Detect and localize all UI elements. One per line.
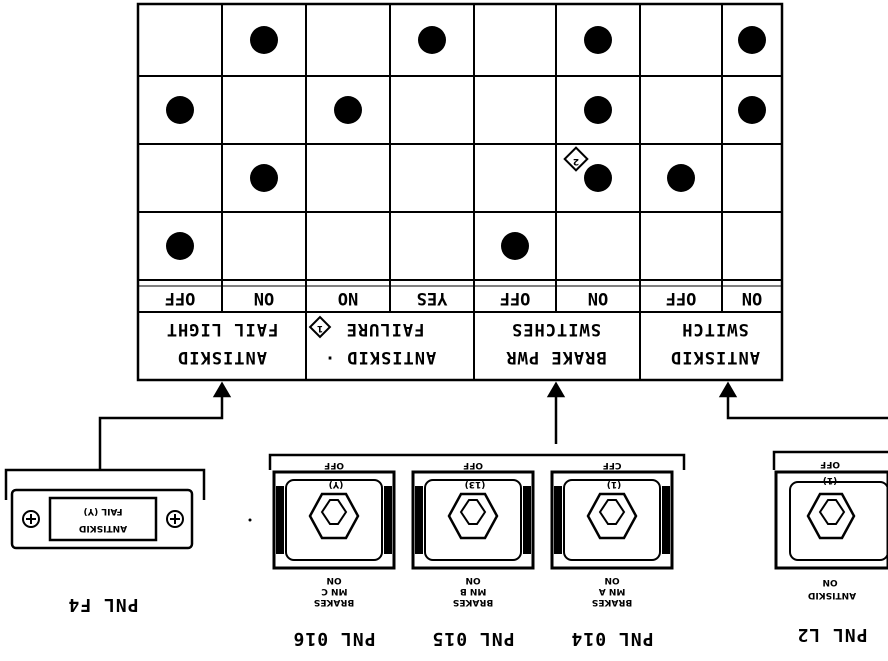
f4-plate: [10, 488, 194, 550]
column-header-label: NO: [338, 288, 358, 308]
brake-on-label: ON: [465, 575, 480, 585]
arrow-f4: [212, 381, 232, 398]
state-dot: [166, 96, 194, 124]
group-0-line2: FAIL LIGHT: [166, 319, 278, 339]
column-header-label: ON: [254, 288, 274, 308]
screw-icon: [166, 510, 184, 528]
state-dot: [584, 96, 612, 124]
truth-table: 2 OFF ON NO YES OFF ON OFF ON FAIL LIGHT ANTISK…: [136, 2, 784, 382]
brake-line1: MN C: [321, 586, 348, 596]
brake-tag: (1): [607, 479, 622, 489]
brake-toggle-switch[interactable]: (Y): [272, 470, 396, 570]
group-3-line1: ANTISKID: [670, 347, 760, 367]
brake-panel-name: PNL 016: [293, 628, 376, 649]
column-header-label: OFF: [500, 288, 531, 308]
group-3-line2: SWITCH: [681, 319, 748, 339]
table-frame: [136, 2, 784, 382]
state-dot: [584, 26, 612, 54]
column-headers: OFF ON NO YES OFF ON OFF ON: [165, 288, 763, 308]
l2-on-label: ON: [822, 577, 837, 587]
brake-toggle-switch[interactable]: (1): [550, 470, 674, 570]
brake-line2: BRAKES: [314, 597, 354, 607]
group-1-line2: FAILURE: [346, 319, 425, 339]
group-title-brake-pwr: SWITCHES BRAKE PWR: [505, 319, 606, 367]
brake-line2: BRAKES: [592, 597, 632, 607]
brake-toggle-switch[interactable]: (13): [411, 470, 535, 570]
state-dot: [334, 96, 362, 124]
column-header-label: ON: [588, 288, 608, 308]
group-title-failure: FAILURE ANTISKID · 1: [308, 315, 436, 367]
state-dot: [250, 26, 278, 54]
table-grid: [138, 4, 782, 380]
state-dot: [738, 96, 766, 124]
state-dot: [667, 164, 695, 192]
brake-off-label: OFF: [324, 460, 344, 470]
scan-speck: [248, 518, 252, 522]
state-dot: [501, 232, 529, 260]
column-header-label: OFF: [165, 288, 196, 308]
screw-icon: [22, 510, 40, 528]
note-2-label: 2: [573, 156, 579, 166]
note-1-label: 1: [317, 323, 323, 333]
column-header-label: YES: [417, 288, 448, 308]
f4-light-line1: ANTISKID: [79, 523, 127, 533]
connector-lines: [98, 381, 888, 470]
brake-on-label: ON: [604, 575, 619, 585]
l2-tag: (1): [823, 475, 838, 485]
brake-off-label: CFF: [603, 460, 622, 470]
brake-line2: BRAKES: [453, 597, 493, 607]
brake-panel-name: PNL 014: [571, 628, 654, 649]
dot-matrix: [166, 26, 766, 260]
brake-on-label: ON: [326, 575, 341, 585]
brake-off-label: OFF: [463, 460, 483, 470]
brake-tag: (13): [465, 479, 486, 489]
group-title-fail-light: FAIL LIGHT ANTISKID: [166, 319, 278, 367]
panel-l2-name: PNL L2: [796, 624, 867, 645]
group-title-antiskid-switch: SWITCH ANTISKID: [670, 319, 760, 367]
arrow-l2: [718, 381, 738, 398]
column-header-label: ON: [742, 288, 762, 308]
state-dot: [738, 26, 766, 54]
panel-f4-name: PNL F4: [67, 594, 138, 615]
fail-light-lens: [48, 496, 158, 542]
l2-line1: ANTISKID: [808, 590, 856, 600]
arrow-brakes: [546, 381, 566, 398]
brake-line1: MN A: [599, 586, 626, 596]
f4-light-line2: FAIL (Y): [83, 506, 122, 516]
note-diamond-1: 1: [308, 315, 332, 339]
panel-f4: FAIL (Y) ANTISKID PNL F4: [4, 468, 206, 615]
group-2-line1: BRAKE PWR: [505, 347, 606, 367]
state-dot: [166, 232, 194, 260]
panel-l2: OFF (1) ON ANTISKID PNL L2: [772, 450, 888, 645]
brake-tag: (Y): [329, 479, 344, 489]
group-0-line1: ANTISKID: [177, 347, 267, 367]
brake-line1: MN B: [460, 586, 487, 596]
group-1-line1: ANTISKID ·: [324, 347, 436, 367]
antiskid-toggle-switch[interactable]: (1): [774, 470, 888, 570]
l2-off-label: OFF: [820, 459, 840, 469]
group-2-line2: SWITCHES: [511, 319, 601, 339]
brake-panel-name: PNL 015: [432, 628, 515, 649]
state-dot: [250, 164, 278, 192]
state-dot: [584, 164, 612, 192]
note-diamond-2: 2: [563, 146, 589, 172]
state-dot: [418, 26, 446, 54]
column-header-label: OFF: [666, 288, 697, 308]
